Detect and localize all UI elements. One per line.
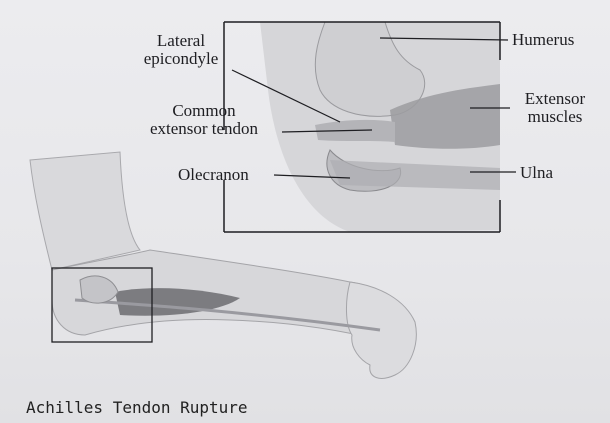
label-common-line2: extensor tendon [124,120,284,138]
upper-arm [30,152,140,270]
label-olecranon: Olecranon [178,166,249,184]
label-ulna: Ulna [520,164,553,182]
label-humerus: Humerus [512,31,574,49]
label-extensor-line1: Extensor [510,90,600,108]
label-common-line1: Common [124,102,284,120]
hand [346,282,416,378]
label-extensor-muscles: Extensor muscles [510,90,600,126]
label-common-extensor-tendon: Common extensor tendon [124,102,284,138]
label-lateral-line1: Lateral [126,32,236,50]
label-lateral-epicondyle: Lateral epicondyle [126,32,236,68]
label-lateral-line2: epicondyle [126,50,236,68]
label-extensor-line2: muscles [510,108,600,126]
figure-caption: Achilles Tendon Rupture [26,398,248,417]
